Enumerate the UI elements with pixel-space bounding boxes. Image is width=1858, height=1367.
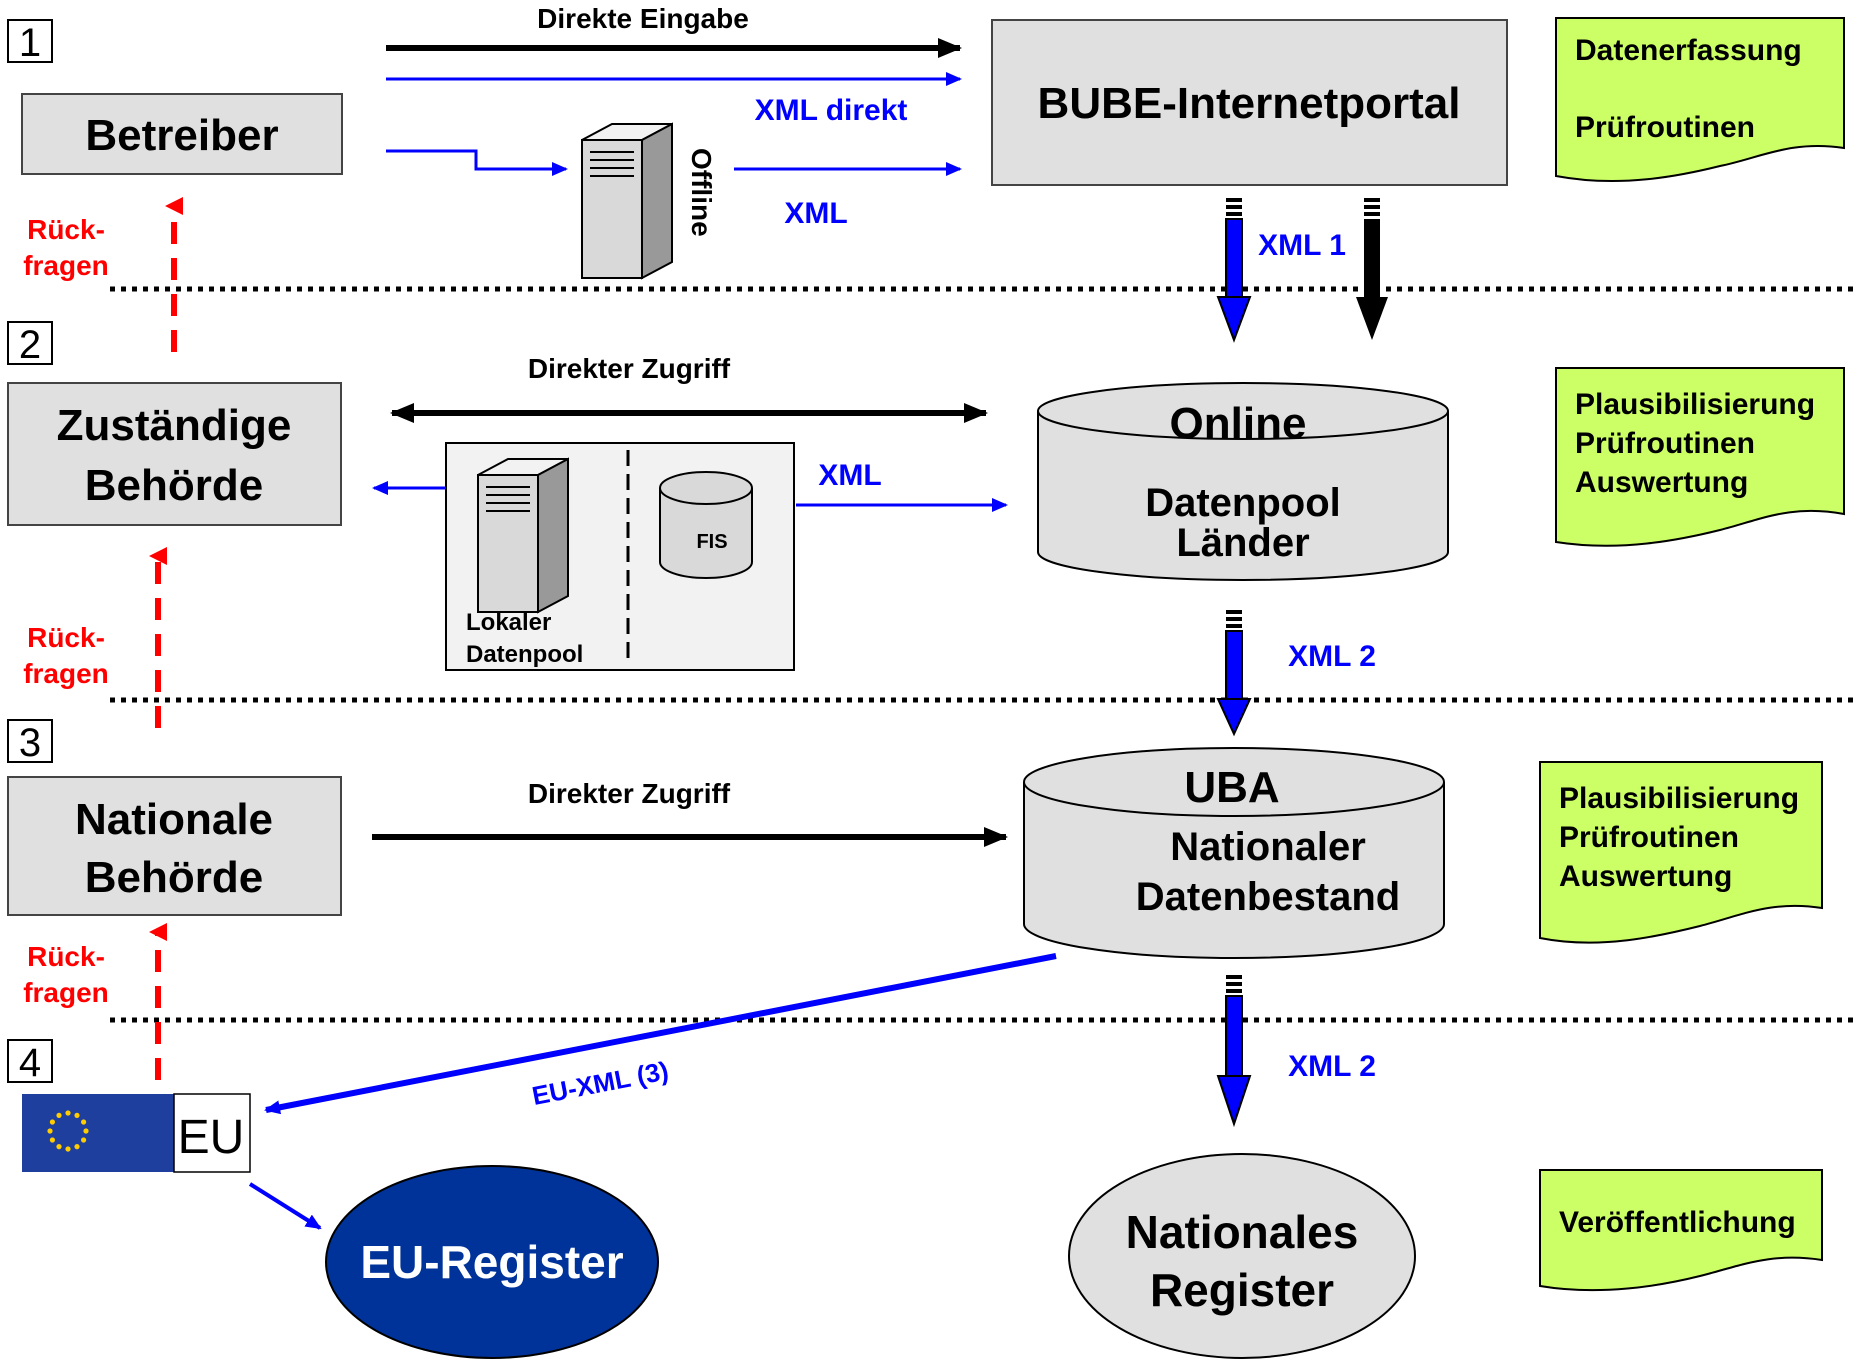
eu-flag: EU — [22, 1093, 251, 1173]
offline-label: Offline — [686, 148, 717, 237]
behoerde-label-2: Behörde — [85, 461, 263, 510]
uba-label: UBA — [1184, 763, 1279, 812]
offline-server-icon — [581, 122, 673, 280]
note-1-line-2: Prüfroutinen — [1575, 111, 1755, 144]
note-2-line-2: Prüfroutinen — [1575, 427, 1755, 460]
lokaler-label-2: Datenpool — [466, 641, 583, 668]
note-plausibilisierung-2: Plausibilisierung Prüfroutinen Auswertun… — [1555, 367, 1845, 547]
datenbestand-label: Datenbestand — [1136, 875, 1401, 919]
xml-1-label: XML 1 — [1258, 229, 1346, 262]
lokaler-label-1: Lokaler — [466, 609, 551, 636]
note-3-line-1: Plausibilisierung — [1559, 782, 1799, 815]
level-1-badge: 1 — [19, 21, 41, 65]
note-3-line-2: Prüfroutinen — [1559, 821, 1739, 854]
laender-label: Länder — [1176, 521, 1309, 565]
level-2-badge: 2 — [19, 323, 41, 367]
note-2-line-3: Auswertung — [1575, 466, 1748, 499]
level-1-flows: Direkte Eingabe XML direkt XML — [386, 3, 962, 230]
note-2-line-1: Plausibilisierung — [1575, 388, 1815, 421]
bube-label: BUBE-Internetportal — [1038, 79, 1461, 128]
note-3-line-3: Auswertung — [1559, 860, 1732, 893]
xml-2-arrow-b — [1216, 975, 1252, 1128]
level-separators — [110, 286, 1858, 1023]
nationales-label: Nationales — [1126, 1206, 1359, 1258]
level-3-badge: 3 — [19, 721, 41, 765]
xml-1-arrow-black — [1356, 198, 1388, 340]
online-datenpool-cylinder: Online Datenpool Länder — [1037, 382, 1449, 581]
note-4-line-1: Veröffentlichung — [1559, 1206, 1796, 1239]
level-badges: 1 2 3 4 — [7, 19, 53, 1085]
to-offline-arrow — [386, 149, 568, 176]
offline-xml-label: XML — [784, 197, 847, 230]
zustaendige-label: Zuständige — [57, 401, 292, 450]
xml-direkt-label: XML direkt — [755, 94, 908, 127]
rueckfragen-arrows — [149, 197, 183, 1080]
online-label: Online — [1170, 399, 1307, 448]
rueckfragen-label-3b: fragen — [23, 977, 109, 1008]
lokaler-server-icon — [477, 457, 569, 614]
level-4-badge: 4 — [19, 1041, 41, 1085]
rueckfragen-label-1b: fragen — [23, 250, 109, 281]
rueckfragen-label-2b: fragen — [23, 658, 109, 689]
note-plausibilisierung-3: Plausibilisierung Prüfroutinen Auswertun… — [1539, 761, 1823, 944]
xml-2-label-b: XML 2 — [1288, 1050, 1376, 1083]
eu-xml-label: EU-XML (3) — [530, 1055, 671, 1111]
xml-2-arrow-a — [1216, 610, 1252, 737]
xml-2-label-a: XML 2 — [1288, 640, 1376, 673]
eu-label: EU — [178, 1111, 245, 1164]
nationale-label: Nationale — [75, 795, 273, 844]
datenpool-label: Datenpool — [1145, 481, 1341, 525]
eu-stars-icon — [47, 1110, 89, 1152]
rueckfragen-label-1a: Rück- — [27, 214, 105, 245]
fis-xml-label: XML — [818, 459, 881, 492]
uba-cylinder: UBA Nationaler Datenbestand — [1023, 747, 1445, 959]
xml-1-arrows: XML 1 — [1216, 198, 1388, 343]
direkter-zugriff-3-label: Direkter Zugriff — [528, 778, 731, 809]
xml-1-arrow-blue — [1216, 198, 1252, 343]
actor-nationale-behoerde: Nationale Behörde — [7, 776, 342, 916]
bube-internetportal-box: BUBE-Internetportal — [991, 19, 1508, 186]
rueckfragen-labels: Rück- fragen Rück- fragen Rück- fragen — [23, 214, 109, 1008]
note-datenerfassung: Datenerfassung Prüfroutinen — [1555, 17, 1845, 183]
rueckfragen-label-3a: Rück- — [27, 941, 105, 972]
fis-database-icon: FIS — [659, 471, 753, 579]
direkte-eingabe-label: Direkte Eingabe — [537, 3, 749, 34]
actor-zustaendige-behoerde: Zuständige Behörde — [7, 382, 342, 526]
direkter-zugriff-2-label: Direkter Zugriff — [528, 353, 731, 384]
nationaler-label: Nationaler — [1170, 825, 1366, 869]
rueckfragen-label-2a: Rück- — [27, 622, 105, 653]
eu-xml-arrow — [264, 953, 1057, 1115]
eu-register-ellipse: EU-Register — [325, 1165, 659, 1359]
note-1-line-1: Datenerfassung — [1575, 34, 1802, 67]
fis-label: FIS — [696, 531, 727, 553]
note-veroeffentlichung: Veröffentlichung — [1539, 1169, 1823, 1292]
actor-betreiber: Betreiber — [21, 93, 343, 175]
betreiber-label: Betreiber — [85, 111, 278, 160]
behoerde-label-3: Behörde — [85, 853, 263, 902]
eu-to-register-arrow — [248, 1182, 322, 1230]
eu-register-label: EU-Register — [360, 1236, 623, 1288]
nationales-register-ellipse: Nationales Register — [1068, 1153, 1416, 1359]
register-label: Register — [1150, 1264, 1334, 1316]
